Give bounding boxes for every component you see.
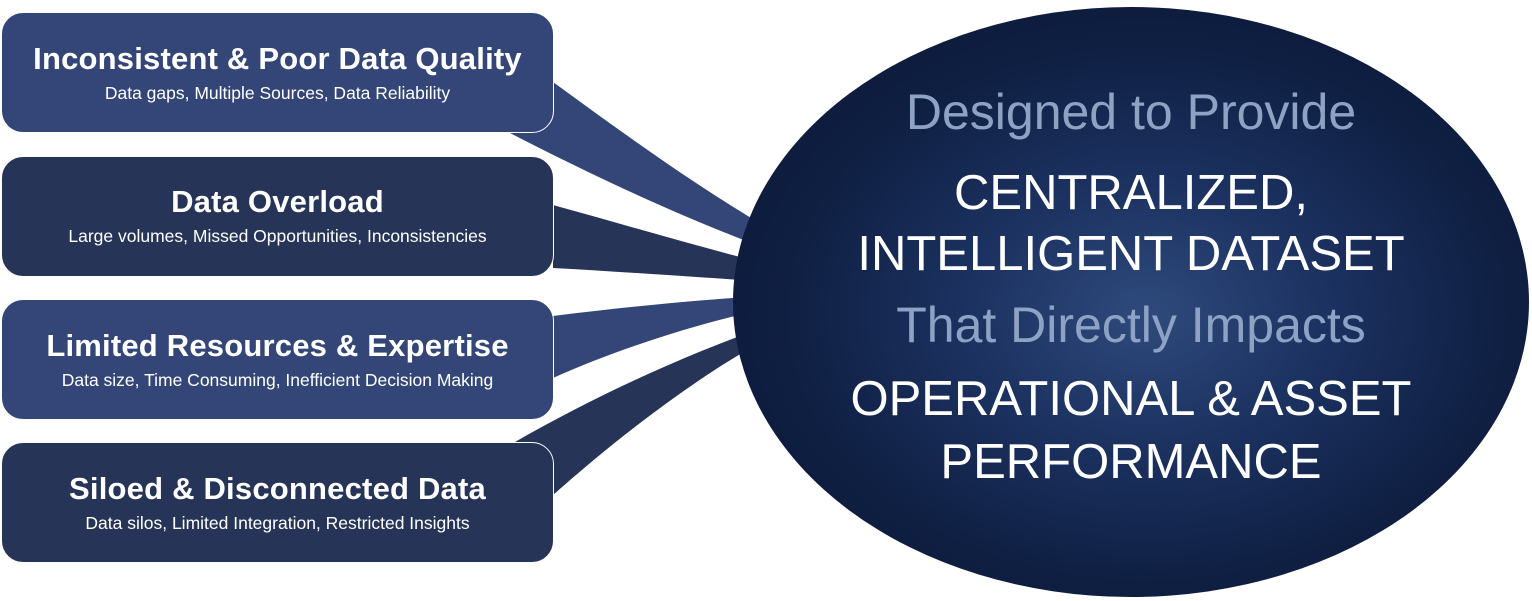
solution-line-performance: PERFORMANCE [940,435,1322,489]
challenge-subtitle: Data size, Time Consuming, Inefficient D… [61,370,494,390]
solution-line-intelligent-dataset: INTELLIGENT DATASET [857,227,1405,281]
challenge-title: Inconsistent & Poor Data Quality [33,41,522,76]
challenge-box-data-overload: Data Overload Large volumes, Missed Oppo… [1,156,554,277]
solution-line-centralized: CENTRALIZED, [954,166,1308,220]
challenge-title: Siloed & Disconnected Data [69,471,486,506]
ribbon-data-quality [510,82,900,289]
solution-line-operational-asset: OPERATIONAL & ASSET [850,372,1412,426]
challenge-box-limited-resources: Limited Resources & Expertise Data size,… [1,299,554,420]
challenge-subtitle: Large volumes, Missed Opportunities, Inc… [68,226,487,246]
ribbon-limited-resources [553,290,900,378]
challenge-box-data-quality: Inconsistent & Poor Data Quality Data ga… [1,12,554,133]
ribbon-data-overload [553,205,900,290]
challenge-subtitle: Data silos, Limited Integration, Restric… [85,513,470,533]
solution-line-impacts: That Directly Impacts [896,297,1366,353]
challenge-subtitle: Data gaps, Multiple Sources, Data Reliab… [104,83,451,103]
challenge-title: Limited Resources & Expertise [46,328,509,363]
solution-line-designed: Designed to Provide [905,84,1357,140]
challenge-box-siloed-data: Siloed & Disconnected Data Data silos, L… [1,442,554,563]
ribbon-siloed-data [515,292,900,495]
challenge-title: Data Overload [171,184,384,219]
solution-ellipse: Designed to Provide CENTRALIZED, INTELLI… [733,7,1529,597]
